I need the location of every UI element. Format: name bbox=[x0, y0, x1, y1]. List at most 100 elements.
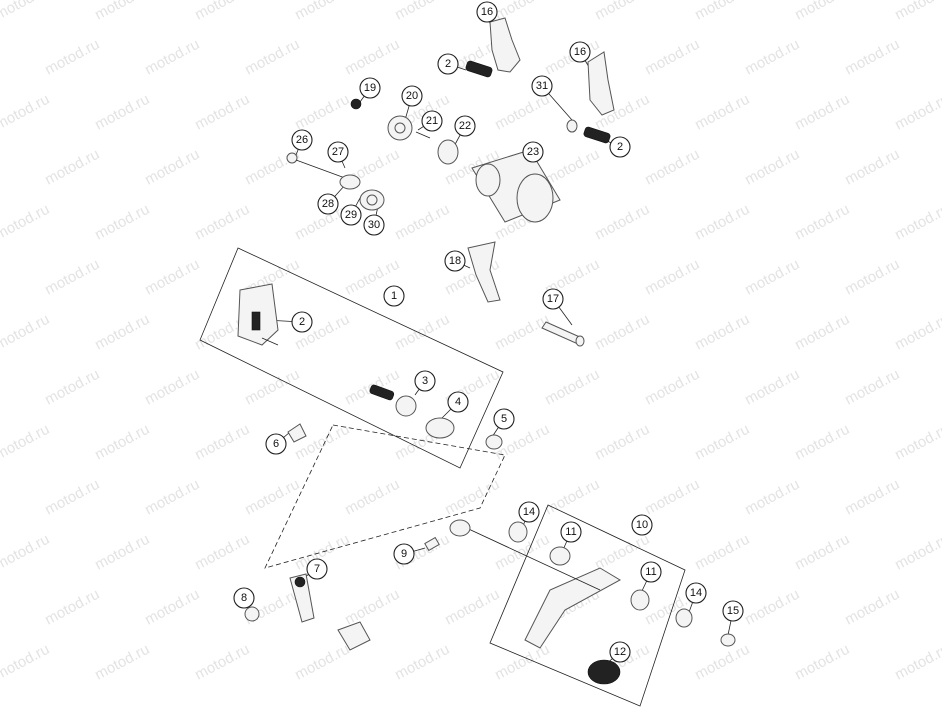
watermark-text: motod.ru bbox=[792, 531, 852, 574]
watermark-text: motod.ru bbox=[792, 641, 852, 684]
watermark-text: motod.ru bbox=[292, 91, 352, 134]
watermark-text: motod.ru bbox=[142, 586, 202, 629]
washer-22 bbox=[437, 139, 459, 165]
callout-29: 29 bbox=[340, 204, 362, 226]
ring-31 bbox=[566, 119, 578, 133]
callout-label: 26 bbox=[296, 134, 308, 146]
watermark-text: motod.ru bbox=[42, 476, 102, 519]
shift-drum-23 bbox=[471, 149, 561, 223]
assembly-frame-10 bbox=[489, 504, 686, 707]
watermark-text: motod.ru bbox=[742, 256, 802, 299]
watermark-text: motod.ru bbox=[492, 91, 552, 134]
watermark-text: motod.ru bbox=[692, 311, 752, 354]
callout-8: 8 bbox=[233, 587, 255, 609]
watermark-text: motod.ru bbox=[692, 0, 752, 24]
watermark-text: motod.ru bbox=[92, 0, 152, 24]
watermark-text: motod.ru bbox=[0, 531, 52, 574]
watermark-text: motod.ru bbox=[692, 201, 752, 244]
callout-label: 16 bbox=[481, 6, 493, 18]
watermark-text: motod.ru bbox=[892, 91, 942, 134]
watermark-text: motod.ru bbox=[142, 476, 202, 519]
callout-circle bbox=[640, 561, 662, 583]
callout-11: 11 bbox=[640, 561, 662, 583]
callout-circle bbox=[447, 391, 469, 413]
watermark-text: motod.ru bbox=[642, 36, 702, 79]
watermark-text: motod.ru bbox=[892, 531, 942, 574]
callout-circle bbox=[722, 600, 744, 622]
callout-label: 30 bbox=[368, 219, 380, 231]
watermark-text: motod.ru bbox=[792, 421, 852, 464]
callout-label: 9 bbox=[401, 548, 407, 560]
watermark-text: motod.ru bbox=[392, 641, 452, 684]
callout-label: 11 bbox=[565, 526, 576, 538]
watermark-text: motod.ru bbox=[192, 91, 252, 134]
callout-circle bbox=[685, 582, 707, 604]
callout-circle bbox=[265, 433, 287, 455]
callout-label: 7 bbox=[314, 563, 320, 575]
callout-circle bbox=[444, 250, 466, 272]
shift-fork-16-top bbox=[489, 17, 521, 73]
watermark-text: motod.ru bbox=[242, 476, 302, 519]
watermark-text: motod.ru bbox=[842, 476, 902, 519]
watermark-text: motod.ru bbox=[442, 476, 502, 519]
watermark-text: motod.ru bbox=[842, 256, 902, 299]
watermark-text: motod.ru bbox=[392, 0, 452, 24]
watermark-text: motod.ru bbox=[342, 476, 402, 519]
callout-label: 1 bbox=[391, 290, 397, 302]
watermark-text: motod.ru bbox=[42, 36, 102, 79]
watermark-text: motod.ru bbox=[892, 641, 942, 684]
watermark-text: motod.ru bbox=[142, 36, 202, 79]
callout-22: 22 bbox=[454, 115, 476, 137]
callout-12: 12 bbox=[609, 641, 631, 663]
watermark-text: motod.ru bbox=[42, 146, 102, 189]
bolt-9 bbox=[424, 536, 440, 552]
callout-circle bbox=[631, 514, 653, 536]
callout-circle bbox=[291, 129, 313, 151]
watermark-text: motod.ru bbox=[242, 36, 302, 79]
callout-1: 1 bbox=[383, 285, 405, 307]
watermark-text: motod.ru bbox=[92, 641, 152, 684]
watermark-text: motod.ru bbox=[592, 0, 652, 24]
watermark-text: motod.ru bbox=[642, 256, 702, 299]
watermark-text: motod.ru bbox=[892, 311, 942, 354]
seal-14-b bbox=[675, 608, 693, 628]
shift-fork-16-right bbox=[587, 51, 615, 116]
callout-2: 2 bbox=[291, 311, 313, 333]
watermark-text: motod.ru bbox=[642, 476, 702, 519]
callout-label: 15 bbox=[727, 605, 739, 617]
callout-16: 16 bbox=[476, 1, 498, 23]
callout-label: 14 bbox=[690, 587, 702, 599]
watermark-text: motod.ru bbox=[542, 366, 602, 409]
bushing-11-a bbox=[549, 546, 571, 566]
callout-31: 31 bbox=[531, 75, 553, 97]
spring-clip-4 bbox=[425, 417, 455, 439]
callout-circle bbox=[291, 311, 313, 333]
bolt-19 bbox=[350, 98, 362, 110]
watermark-text: motod.ru bbox=[42, 256, 102, 299]
watermark-text: motod.ru bbox=[892, 201, 942, 244]
callout-circle bbox=[414, 370, 436, 392]
watermark-text: motod.ru bbox=[0, 0, 52, 24]
watermark-text: motod.ru bbox=[792, 201, 852, 244]
watermark-text: motod.ru bbox=[92, 311, 152, 354]
watermark-text: motod.ru bbox=[0, 311, 52, 354]
watermark-text: motod.ru bbox=[92, 201, 152, 244]
callout-label: 18 bbox=[449, 255, 461, 267]
watermark-text: motod.ru bbox=[0, 641, 52, 684]
callout-circle bbox=[609, 136, 631, 158]
watermark-text: motod.ru bbox=[792, 0, 852, 24]
callout-3: 3 bbox=[414, 370, 436, 392]
callout-19: 19 bbox=[359, 77, 381, 99]
spring-3 bbox=[369, 384, 417, 417]
callout-circle bbox=[531, 75, 553, 97]
watermark-text: motod.ru bbox=[392, 311, 452, 354]
watermark-text: motod.ru bbox=[42, 586, 102, 629]
watermark-text: motod.ru bbox=[842, 366, 902, 409]
watermark-text: motod.ru bbox=[92, 91, 152, 134]
assembly-frame-dashed bbox=[264, 424, 506, 569]
watermark-text: motod.ru bbox=[542, 476, 602, 519]
spring-12 bbox=[587, 659, 621, 685]
callout-label: 22 bbox=[459, 120, 471, 132]
watermark-text: motod.ru bbox=[842, 586, 902, 629]
washer-5 bbox=[485, 434, 503, 450]
